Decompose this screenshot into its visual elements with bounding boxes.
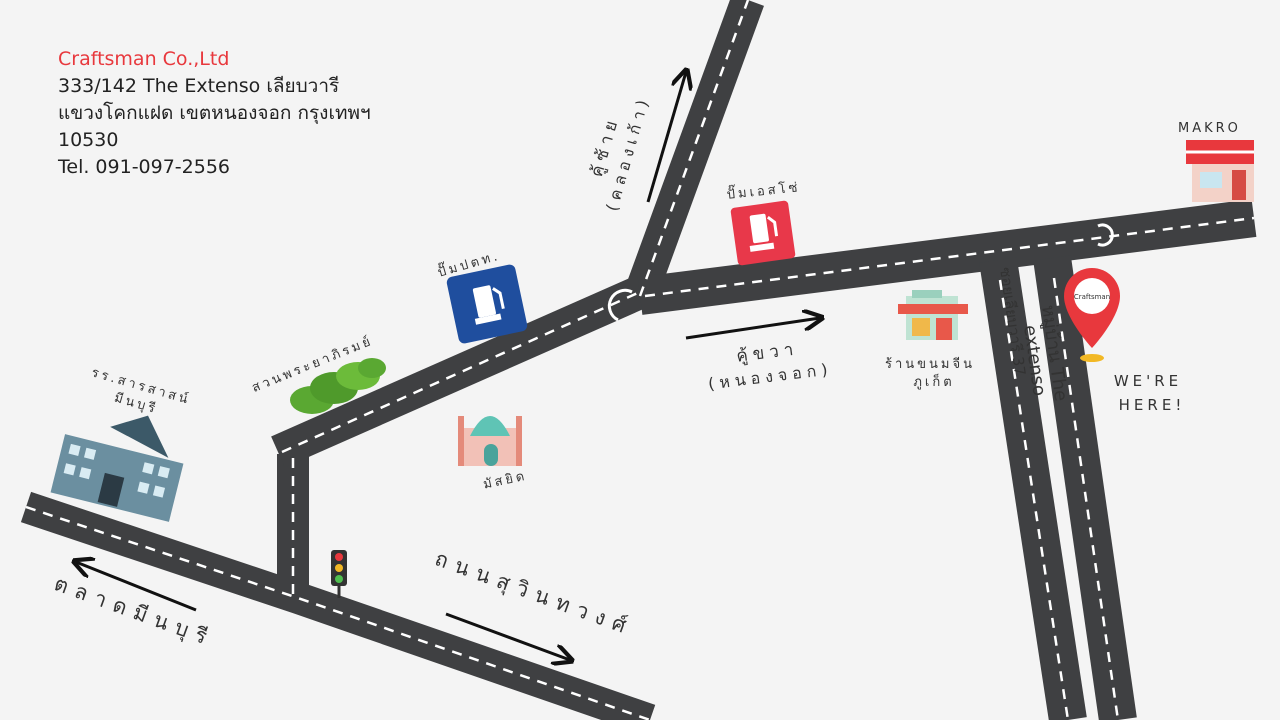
u-turn-marks bbox=[607, 223, 1114, 322]
road-khu-sai bbox=[624, 0, 764, 302]
road-liap-wari bbox=[637, 199, 1257, 315]
ptt-pump-icon bbox=[446, 264, 528, 344]
market-label: ตลาดมีนบุรี bbox=[51, 571, 218, 652]
mosque-icon bbox=[458, 416, 522, 466]
school-icon bbox=[50, 415, 184, 522]
park-bush-icon bbox=[290, 358, 386, 414]
esso-pump-icon bbox=[730, 200, 796, 266]
here-label: HERE! bbox=[1119, 396, 1186, 414]
lane-markings bbox=[25, 0, 1255, 720]
khu-khwa-sub-label: (หนองจอก) bbox=[707, 359, 833, 393]
postcode: 10530 bbox=[58, 129, 119, 151]
esso-label: ปั๊มเอสโซ่ bbox=[726, 177, 801, 203]
company-info: Craftsman Co.,Ltd 333/142 The Extenso เล… bbox=[58, 46, 371, 181]
address-line-1: 333/142 The Extenso เลียบวารี bbox=[58, 75, 340, 97]
pin-logo-text: Craftsman bbox=[1074, 293, 1110, 301]
mosque-label: มัสยิด bbox=[482, 469, 529, 493]
shop-label-2: ภูเก็ต bbox=[913, 372, 954, 390]
arrow-east bbox=[685, 318, 820, 340]
address-line-2: แขวงโคกแฝด เขตหนองจอก กรุงเทพฯ bbox=[58, 102, 371, 124]
shop-label-1: ร้านขนมจีน bbox=[885, 356, 975, 372]
main-road-label: ถนนสุวินทวงศ์ bbox=[431, 546, 637, 641]
makro-label: MAKRO bbox=[1178, 121, 1241, 136]
company-name: Craftsman Co.,Ltd bbox=[58, 48, 230, 70]
traffic-light-icon bbox=[331, 550, 347, 598]
location-pin-icon: Craftsman bbox=[1064, 268, 1120, 362]
khu-khwa-label: คู้ขวา bbox=[735, 339, 799, 366]
direction-arrows bbox=[76, 72, 820, 660]
arrow-north bbox=[646, 72, 686, 203]
arrow-west bbox=[76, 562, 197, 612]
shop-icon bbox=[898, 290, 968, 340]
makro-store-icon bbox=[1186, 140, 1254, 202]
arrow-southeast bbox=[445, 612, 570, 660]
were-label: WE'RE bbox=[1114, 372, 1182, 390]
telephone: Tel. 091-097-2556 bbox=[58, 156, 231, 178]
